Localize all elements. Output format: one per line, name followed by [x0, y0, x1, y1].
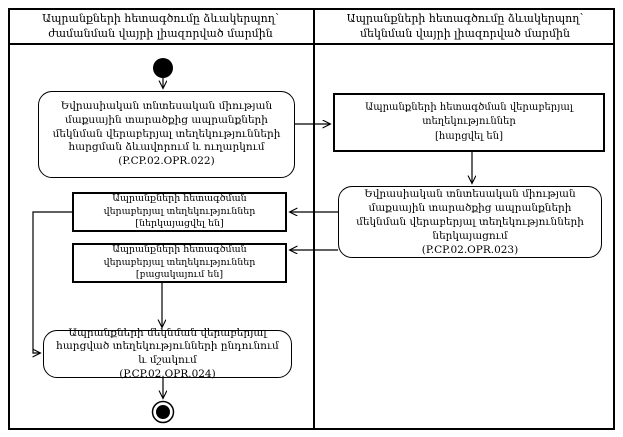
- activity-024: Ապրանքների մեկնման վերաբերյալ հարցված տե…: [43, 326, 292, 380]
- object-absent-state: [բացակայում են]: [135, 269, 224, 281]
- activity-022: Եվրասիական տնտեսական միության մաքսային տ…: [38, 91, 295, 178]
- object-requested-state: [հարցվել են]: [435, 130, 503, 142]
- object-requested-label: Ապրանքների հետագծման վերաբերյալ տեղեկութ…: [365, 101, 573, 128]
- object-submitted-label: Ապրանքների հետագծման վերաբերյալ տեղեկութ…: [103, 192, 256, 217]
- lane-header-arrival-authority: Ապրանքների հետագծումը ձևակերպող՝ ժամանմա…: [42, 12, 279, 40]
- activity-024-label: Ապրանքների մեկնման վերաբերյալ հարցված տե…: [56, 326, 279, 366]
- lane-header-separator: [8, 43, 615, 45]
- object-node-submitted: Ապրանքների հետագծման վերաբերյալ տեղեկութ…: [72, 192, 287, 232]
- lane-header-departure-authority: Ապրանքների հետագծումը ձևակերպող՝ մեկնման…: [346, 12, 584, 40]
- activity-022-code: (P.CP.02.OPR.022): [118, 154, 215, 167]
- object-absent-label: Ապրանքների հետագծման վերաբերյալ տեղեկութ…: [103, 243, 256, 268]
- lane-divider: [313, 8, 315, 430]
- activity-024-code: (P.CP.02.OPR.024): [119, 367, 216, 380]
- object-node-requested: Ապրանքների հետագծման վերաբերյալ տեղեկութ…: [333, 93, 605, 152]
- object-submitted-state: [ներկայացվել են]: [135, 218, 224, 230]
- object-node-absent: Ապրանքների հետագծման վերաբերյալ տեղեկութ…: [72, 243, 287, 283]
- activity-023-code: (P.CP.02.OPR.023): [421, 244, 519, 257]
- activity-022-label: Եվրասիական տնտեսական միության մաքսային տ…: [52, 100, 281, 154]
- activity-023-label: Եվրասիական տնտեսական միության մաքսային տ…: [356, 187, 584, 243]
- activity-023: Եվրասիական տնտեսական միության մաքսային տ…: [338, 186, 602, 258]
